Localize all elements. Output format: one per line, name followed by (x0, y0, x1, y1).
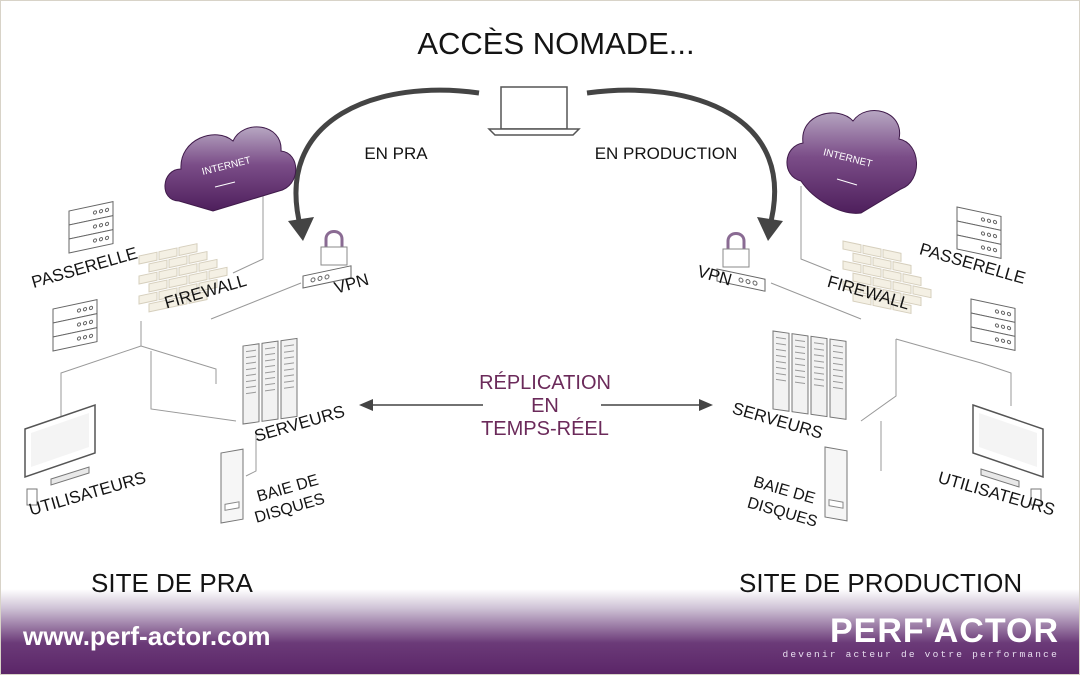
right-site: INTERNET VPN FIREWALL PASSERELLE (695, 110, 1057, 531)
internet-cloud-icon: INTERNET (786, 110, 917, 214)
replication-line2: EN (531, 395, 559, 417)
utilisateurs-label: UTILISATEURS (27, 468, 148, 520)
arrow-to-pra-vpn (293, 87, 480, 230)
title: ACCÈS NOMADE... (417, 26, 694, 61)
vpn-lock-icon (320, 230, 348, 266)
computer-monitor-icon (24, 403, 96, 506)
gateway-server-stack-icon (68, 201, 114, 254)
brand-name: PERF'ACTOR (829, 612, 1059, 650)
server-stack-icon (52, 299, 98, 352)
replication-arrow (359, 399, 713, 411)
vpn-device-icon (716, 268, 766, 292)
brand-tagline: devenir acteur de votre performance (782, 649, 1059, 660)
website-link[interactable]: www.perf-actor.com (23, 621, 271, 651)
internet-cloud-icon: INTERNET (164, 126, 297, 212)
server-stack-icon (970, 298, 1016, 351)
arrow-label-left: EN PRA (364, 144, 428, 163)
servers-icon (242, 337, 298, 425)
vpn-device-icon (302, 265, 352, 289)
arrow-to-production-vpn (586, 87, 778, 230)
computer-monitor-icon (972, 403, 1044, 506)
brand-logo: PERF'ACTOR devenir acteur de votre perfo… (782, 613, 1059, 660)
laptop-icon (487, 86, 581, 136)
arrow-label-right: EN PRODUCTION (595, 144, 738, 163)
disk-array-icon (220, 448, 244, 524)
passerelle-label: PASSERELLE (29, 244, 139, 292)
footer-bar (1, 589, 1079, 674)
disk-array-icon (824, 446, 848, 522)
vpn-lock-icon (722, 232, 750, 268)
right-site-title: SITE DE PRODUCTION (739, 568, 1023, 598)
left-site-title: SITE DE PRA (91, 568, 253, 598)
replication-line1: RÉPLICATION (479, 371, 611, 394)
replication-line3: TEMPS-RÉEL (481, 417, 609, 440)
left-site: INTERNET PASSERELLE FIREWALL VPN (24, 126, 371, 527)
servers-icon (772, 330, 847, 420)
